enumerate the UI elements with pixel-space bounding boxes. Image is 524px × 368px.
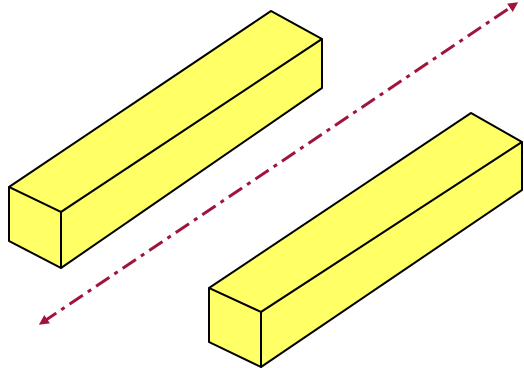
dash-dot-double-arrow — [38, 2, 519, 325]
prism-lower-right — [208, 112, 523, 368]
prism-upper-left — [8, 10, 323, 269]
